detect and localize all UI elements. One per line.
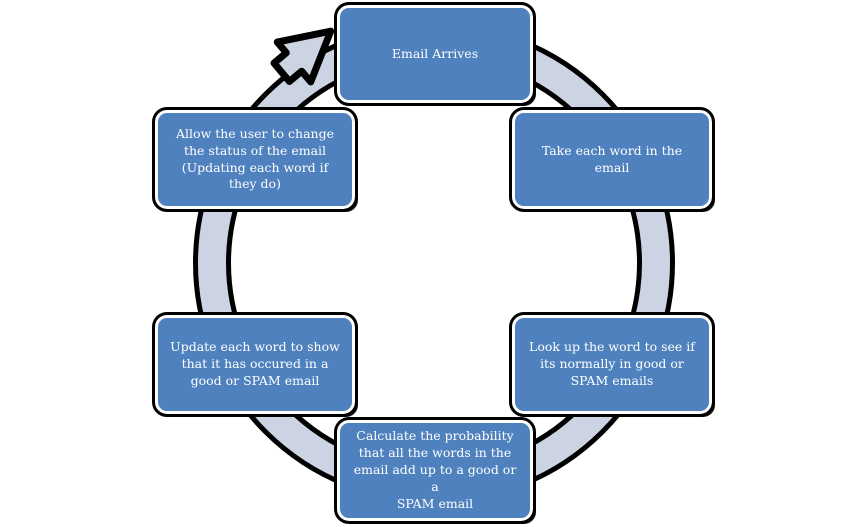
cycle-step-5-label: Update each word to show that it has occ… xyxy=(170,339,340,388)
cycle-step-4-label: Calculate the probability that all the w… xyxy=(353,428,517,511)
cycle-arrowhead xyxy=(270,27,335,86)
cycle-step-5[interactable]: Update each word to show that it has occ… xyxy=(152,312,358,417)
cycle-step-2-label: Take each word in the email xyxy=(541,142,683,175)
ring-band xyxy=(198,27,670,499)
arrowhead-outline xyxy=(270,27,335,86)
cycle-step-2[interactable]: Take each word in the email xyxy=(509,107,715,212)
cycle-step-4[interactable]: Calculate the probability that all the w… xyxy=(334,417,536,524)
cycle-step-3-label: Look up the word to see if its normally … xyxy=(529,339,695,388)
cycle-step-6-label: Allow the user to change the status of t… xyxy=(176,125,334,192)
cycle-step-1-label: Email Arrives xyxy=(391,45,479,61)
cycle-step-1[interactable]: Email Arrives xyxy=(334,2,536,106)
ring-group xyxy=(193,22,675,504)
cycle-step-6[interactable]: Allow the user to change the status of t… xyxy=(152,107,358,212)
cycle-step-3[interactable]: Look up the word to see if its normally … xyxy=(509,312,715,417)
